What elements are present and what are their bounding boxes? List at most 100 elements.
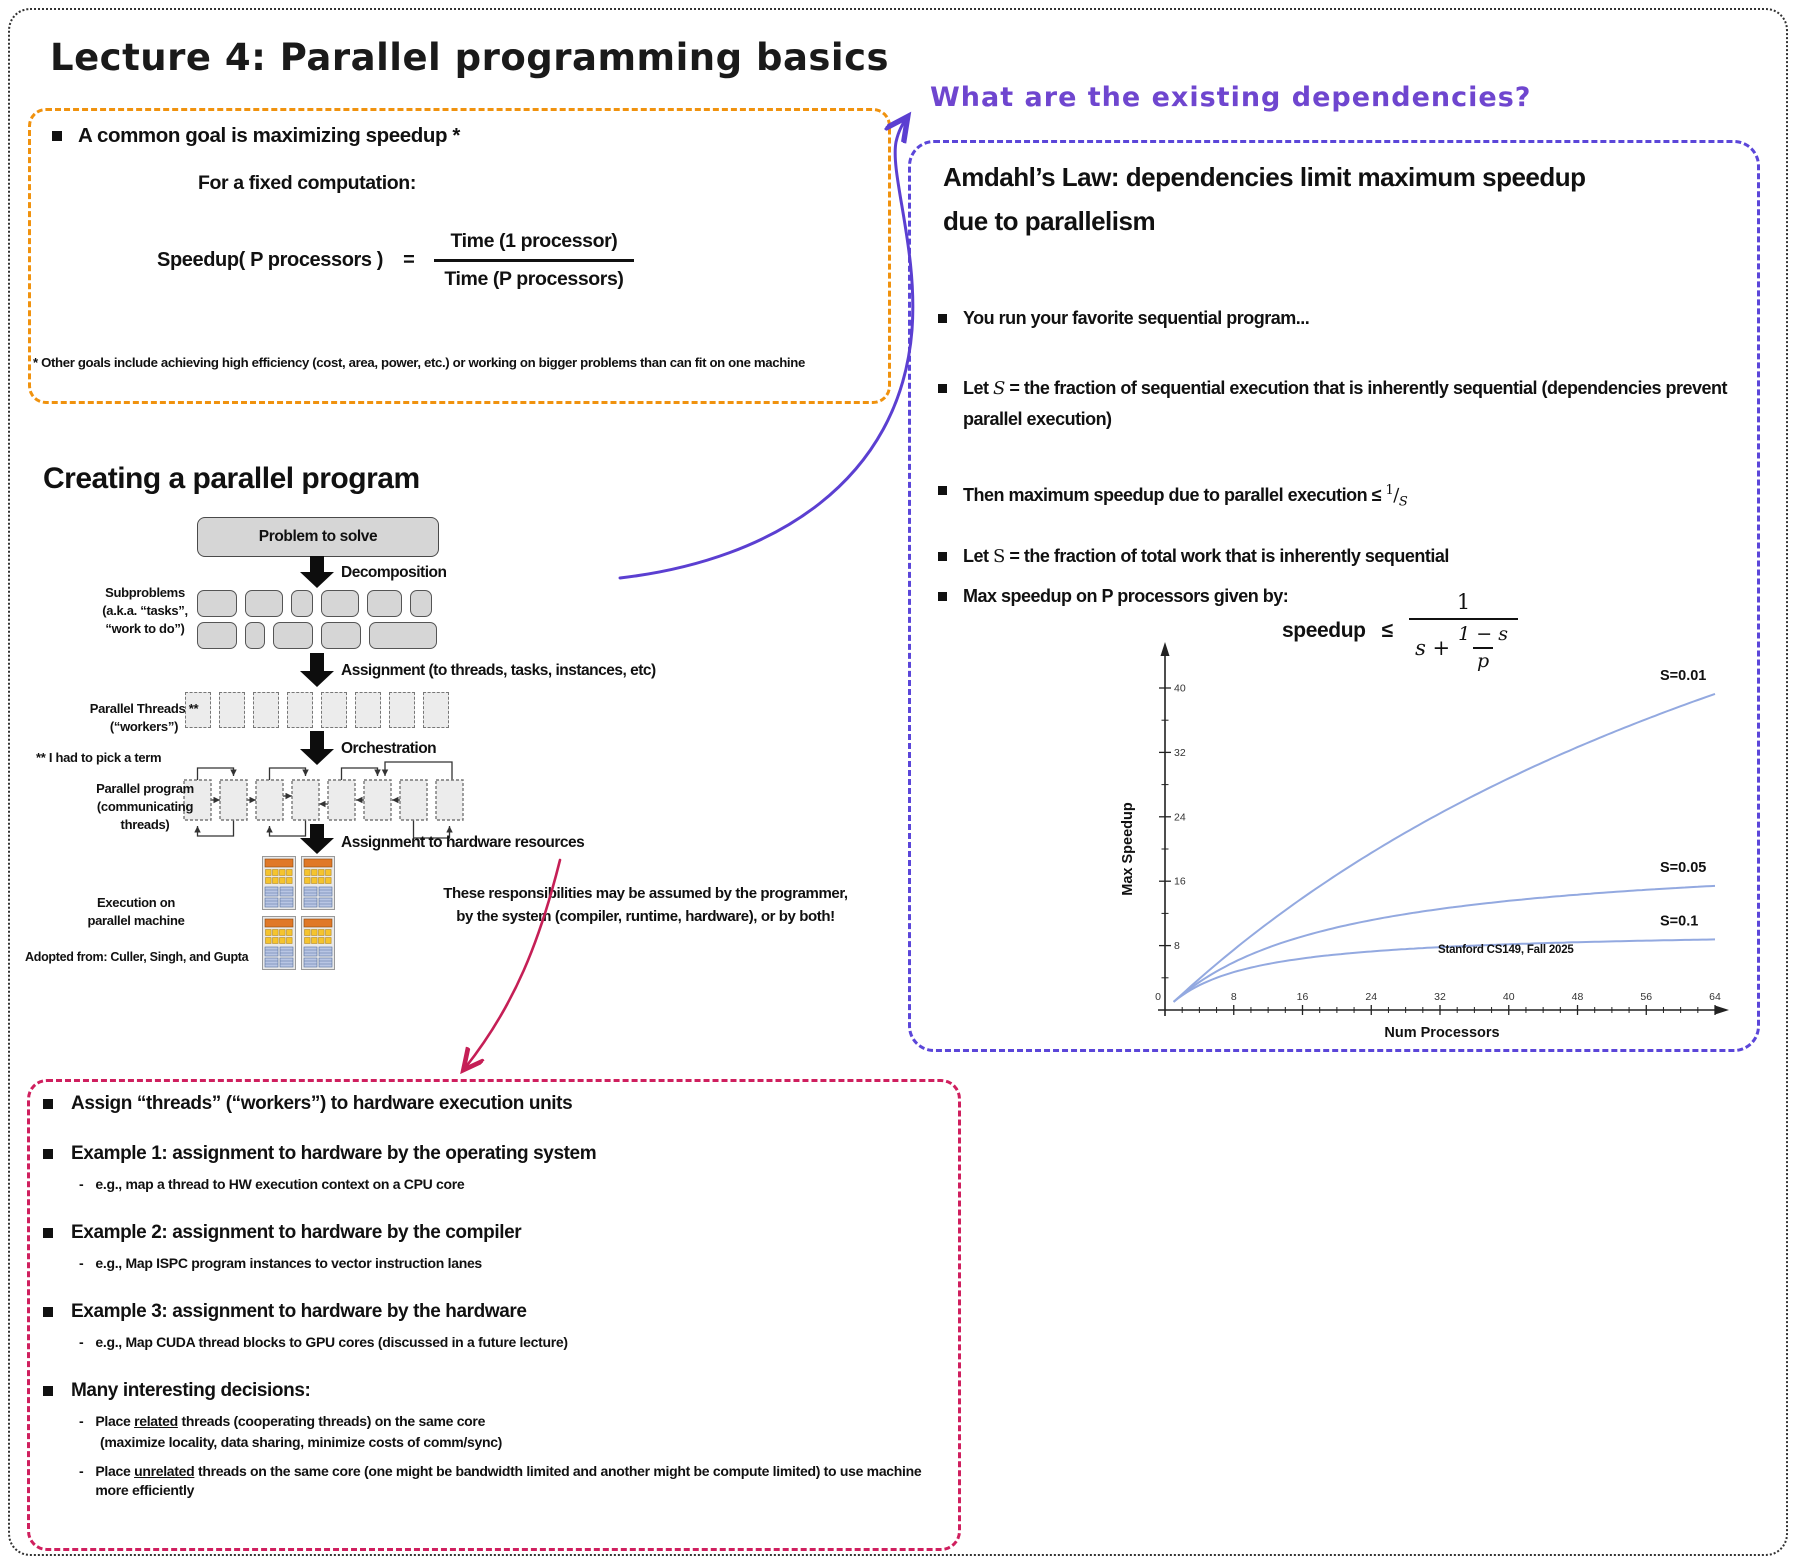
worker-thread-box <box>389 692 415 728</box>
square-bullet-icon <box>43 1149 53 1159</box>
subproblem-box <box>367 590 402 617</box>
dependencies-annotation: What are the existing dependencies? <box>930 82 1532 113</box>
fixed-computation-label: For a fixed computation: <box>198 172 416 194</box>
diagram-heading: Creating a parallel program <box>43 462 420 495</box>
svg-text:8: 8 <box>1231 991 1237 1003</box>
adopted-credit: Adopted from: Culler, Singh, and Gupta <box>25 950 249 964</box>
step-orchestration: Orchestration <box>341 740 437 757</box>
speedup-goal-text: A common goal is maximizing speedup * <box>78 124 460 147</box>
speedup-formula-fraction: Time (1 processor) Time (P processors) <box>434 228 634 293</box>
svg-text:64: 64 <box>1709 991 1721 1003</box>
processor-chip-icon <box>301 856 335 910</box>
assignment-bullet: Example 2: assignment to hardware by the… <box>43 1222 937 1244</box>
assignment-sub-bullet: -e.g., Map CUDA thread blocks to GPU cor… <box>79 1334 568 1350</box>
hw-assignment-box <box>27 1079 961 1551</box>
subproblem-box <box>245 590 283 617</box>
svg-text:S=0.01: S=0.01 <box>1660 668 1706 684</box>
square-bullet-icon <box>52 131 62 141</box>
fraction-denominator: Time (P processors) <box>434 259 634 293</box>
decomposition-arrow-icon <box>300 556 334 588</box>
square-bullet-icon <box>43 1099 53 1109</box>
worker-thread-box <box>321 692 347 728</box>
slide-footer-course: Stanford CS149, Fall 2025 <box>1438 944 1574 956</box>
parallel-machine-chips <box>262 856 338 970</box>
hw-assignment-list: Assign “threads” (“workers”) to hardware… <box>27 1079 955 1545</box>
svg-text:S=0.05: S=0.05 <box>1660 860 1706 876</box>
inner-fraction: 1 − s p <box>1454 623 1512 672</box>
amdahl-bullet: Let S = the fraction of total work that … <box>938 541 1728 572</box>
speedup-formula: Speedup( P processors ) = Time (1 proces… <box>157 228 634 293</box>
subproblem-box <box>369 622 437 649</box>
svg-text:0: 0 <box>1155 991 1161 1003</box>
assignment-sub-bullet: -Place related threads (cooperating thre… <box>79 1413 486 1429</box>
svg-text:24: 24 <box>1174 811 1186 823</box>
square-bullet-icon <box>43 1228 53 1238</box>
assignment-bullet: Example 3: assignment to hardware by the… <box>43 1301 937 1323</box>
assignment-bullet: Assign “threads” (“workers”) to hardware… <box>43 1093 937 1115</box>
svg-text:40: 40 <box>1174 683 1186 695</box>
amdahl-formula-lhs: speedup <box>1282 619 1366 642</box>
parallel-threads-row <box>185 692 449 728</box>
page-title: Lecture 4: Parallel programming basics <box>50 36 890 79</box>
assignment-sub-bullet: -Place unrelated threads on the same cor… <box>79 1463 922 1498</box>
step-assignment: Assignment (to threads, tasks, instances… <box>341 662 656 679</box>
amdahl-bullet: You run your favorite sequential program… <box>938 303 1728 334</box>
assignment-sub-bullet: -e.g., Map ISPC program instances to vec… <box>79 1255 482 1271</box>
square-bullet-icon <box>938 486 947 495</box>
amdahl-bullet: Then maximum speedup due to parallel exe… <box>938 475 1728 518</box>
subproblem-box <box>197 622 237 649</box>
subproblem-box <box>273 622 313 649</box>
subproblem-row-2 <box>197 622 437 649</box>
assignment-sub-bullet-line2: (maximize locality, data sharing, minimi… <box>100 1434 503 1450</box>
worker-thread-box <box>287 692 313 728</box>
svg-text:32: 32 <box>1434 991 1446 1003</box>
subproblem-box <box>291 590 313 617</box>
subproblem-row-1 <box>197 590 432 617</box>
square-bullet-icon <box>43 1307 53 1317</box>
assignment-bullet: Example 1: assignment to hardware by the… <box>43 1143 937 1165</box>
amdahl-title: Amdahl’s Law: dependencies limit maximum… <box>943 162 1586 236</box>
square-bullet-icon <box>938 384 947 393</box>
step-decomposition: Decomposition <box>341 564 447 581</box>
svg-text:Max Speedup: Max Speedup <box>1120 802 1136 896</box>
subproblem-box <box>321 590 359 617</box>
svg-text:S=0.1: S=0.1 <box>1660 913 1698 929</box>
speedup-formula-equals: = <box>403 249 415 271</box>
dash-bullet-icon: - <box>79 1176 84 1192</box>
square-bullet-icon <box>938 314 947 323</box>
square-bullet-icon <box>938 552 947 561</box>
worker-thread-box <box>355 692 381 728</box>
inner-numerator: 1 − s <box>1458 623 1508 645</box>
amdahl-fraction-numerator: 1 <box>1456 590 1471 614</box>
worker-thread-box <box>185 692 211 728</box>
hw-assignment-arrow-icon <box>300 824 334 854</box>
denominator-s-plus: s + <box>1415 635 1451 660</box>
inner-denominator: p <box>1472 647 1494 672</box>
amdahl-bullet: Let S = the fraction of sequential execu… <box>938 373 1728 435</box>
dash-bullet-icon: - <box>79 1463 84 1479</box>
communicating-threads-diagram <box>183 761 464 839</box>
dash-bullet-icon: - <box>79 1413 84 1429</box>
svg-text:56: 56 <box>1640 991 1652 1003</box>
subproblem-box <box>197 590 237 617</box>
subproblems-label: Subproblems(a.k.a. “tasks”,“work to do”) <box>102 585 188 636</box>
speedup-goal-bullet: A common goal is maximizing speedup * <box>52 124 460 148</box>
speedup-footnote: * Other goals include achieving high eff… <box>33 355 805 370</box>
svg-text:16: 16 <box>1174 876 1186 888</box>
problem-to-solve-box: Problem to solve <box>197 517 439 557</box>
step-hw-assignment: Assignment to hardware resources <box>341 834 585 851</box>
amdahl-formula-relation: ≤ <box>1381 619 1394 642</box>
assignment-bullet: Many interesting decisions: <box>43 1380 937 1402</box>
worker-thread-box <box>219 692 245 728</box>
dash-bullet-icon: - <box>79 1255 84 1271</box>
assignment-sub-bullet: -e.g., map a thread to HW execution cont… <box>79 1176 465 1192</box>
amdahl-bullet: Max speedup on P processors given by: <box>938 581 1728 612</box>
assignment-arrow-icon <box>300 653 334 687</box>
svg-text:Num Processors: Num Processors <box>1384 1025 1499 1041</box>
amdahl-formula-fraction: 1 s + 1 − s p <box>1409 590 1518 672</box>
processor-chip-icon <box>262 916 296 970</box>
